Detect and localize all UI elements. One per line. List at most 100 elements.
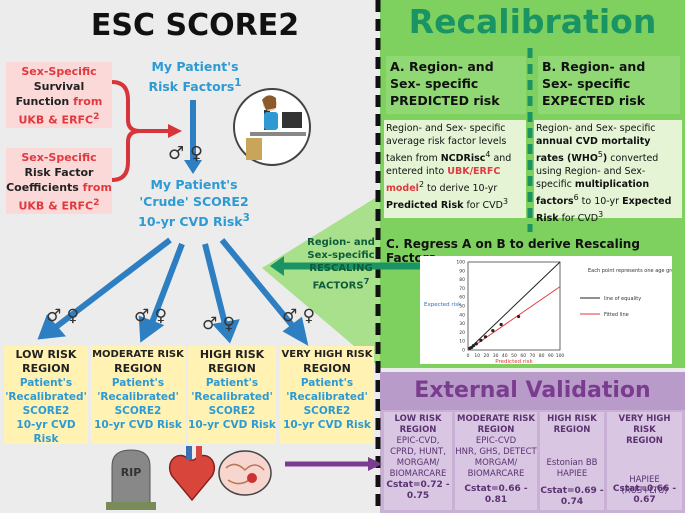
y-tick-label: 50 <box>459 304 465 310</box>
region-moderate-l5: SCORE2 <box>114 405 162 417</box>
val-vh-head1: VERY HIGH RISK <box>618 414 671 435</box>
region-moderate-l6: 10-yr CVD Risk <box>94 419 182 431</box>
a-text-pred: Predicted Risk <box>386 200 464 212</box>
rescaling-4: FACTORS <box>312 280 364 292</box>
val-low-b2: MORGAM/ <box>396 458 440 468</box>
survival-function-box: Sex-Specific Survival Function from UKB … <box>6 62 112 128</box>
region-low-l6: 10-yr CVD Risk <box>16 419 76 445</box>
b-text-2: converted using Region- and Sex- specifi… <box>536 153 659 191</box>
a-head-2: Sex- specific <box>390 76 479 91</box>
region-high-l6: 10-yr CVD Risk <box>188 419 276 431</box>
coeff-sup: 2 <box>93 197 100 208</box>
region-high-l4: 'Recalibrated' <box>191 391 273 403</box>
survival-sup: 2 <box>93 111 100 122</box>
a-text-4: for CVD <box>463 200 503 212</box>
rescaling-sup: 7 <box>363 276 370 286</box>
external-validation-title: External Validation <box>414 378 651 403</box>
survival-from: from <box>73 95 103 108</box>
region-very-high-sub: REGION <box>303 362 351 375</box>
validation-moderate: MODERATE RISK REGION EPIC-CVD HNR, GHS, … <box>455 412 537 510</box>
sex-symbols-top: ♂ ♀ <box>168 143 204 164</box>
y-tick-label: 10 <box>459 339 465 345</box>
b-text-4-sup: 3 <box>598 210 604 220</box>
data-point <box>474 342 478 346</box>
sex-symbols-very-high: ♂ ♀ <box>282 306 316 326</box>
x-tick-label: 50 <box>511 353 517 359</box>
crude-line-3: 10-yr CVD Risk <box>138 214 243 230</box>
sex-symbols-high: ♂ ♀ <box>202 314 236 334</box>
b-text-3: to 10-yr <box>578 196 623 208</box>
val-high-b1: HAPIEE <box>556 469 588 479</box>
val-mod-b1: HNR, GHS, DETECT <box>455 447 537 457</box>
validation-high: HIGH RISK REGION Estonian BB HAPIEE Csta… <box>540 412 604 510</box>
y-tick-label: 70 <box>459 286 465 292</box>
val-mod-head1: MODERATE RISK <box>457 414 535 424</box>
heart-icon <box>169 446 215 502</box>
x-tick-label: 0 <box>467 353 470 359</box>
b-head-1: B. Region- and <box>542 59 646 74</box>
a-text-1: Region- and Sex- specific average risk f… <box>386 123 507 165</box>
survival-line-2: Survival <box>33 80 85 93</box>
a-text-2: and entered into <box>386 153 512 178</box>
val-vh-b0: HAPIEE (RUS+LTU) <box>621 475 668 496</box>
coeff-line-2: Risk Factor <box>24 166 94 179</box>
page-title: ESC SCORE2 <box>90 8 300 43</box>
y-tick-label: 30 <box>459 321 465 327</box>
val-low-b1: CPRD, HUNT, <box>390 447 446 457</box>
val-high-head2: REGION <box>553 425 591 435</box>
predicted-risk-head: A. Region- and Sex- specific PREDICTED r… <box>386 56 526 114</box>
x-tick-label: 40 <box>502 353 508 359</box>
recalibration-title: Recalibration <box>408 2 657 41</box>
expected-risk-text: Region- and Sex- specific annual CVD mor… <box>534 120 682 224</box>
region-low-l3: Patient's <box>19 377 73 389</box>
b-text-4: for CVD <box>558 213 599 225</box>
val-low-head2: REGION <box>399 425 437 435</box>
legend-label: Fitted line <box>604 312 629 318</box>
region-low-title: LOW RISK <box>15 348 77 361</box>
region-high-sub: REGION <box>208 362 256 375</box>
fan-arrows <box>37 237 309 346</box>
validation-very-high: VERY HIGH RISK REGION HAPIEE (RUS+LTU) C… <box>607 412 682 510</box>
coeff-from: from <box>82 181 112 194</box>
val-vh-stat: Cstat=0.66 - 0.67 <box>612 484 677 505</box>
y-tick-label: 90 <box>459 268 465 274</box>
y-tick-label: 0 <box>462 348 465 354</box>
region-low: LOW RISK REGION Patient's 'Recalibrated'… <box>4 346 88 445</box>
y-tick-label: 60 <box>459 295 465 301</box>
risk-factors-sup: 1 <box>234 77 242 89</box>
val-mod-b0: EPIC-CVD <box>475 436 517 446</box>
val-low-b0: EPIC-CVD, <box>396 436 440 446</box>
region-very-high: VERY HIGH RISK REGION Patient's 'Recalib… <box>280 346 374 444</box>
region-very-high-title: VERY HIGH RISK <box>281 349 373 360</box>
val-high-b0: Estonian BB <box>546 458 598 468</box>
b-text-rates-end: ) <box>602 153 608 165</box>
x-tick-label: 100 <box>556 353 565 359</box>
val-high-stat: Cstat=0.69 - <box>540 486 604 496</box>
y-tick-label: 100 <box>456 260 465 266</box>
survival-source: UKB & ERFC <box>18 113 94 127</box>
x-tick-label: 30 <box>493 353 499 359</box>
plot-frame <box>467 261 561 351</box>
rescaling-2: Sex-specific <box>307 250 375 261</box>
data-point <box>471 344 476 348</box>
val-mod-stat: Cstat=0.66 - 0.81 <box>464 484 528 505</box>
rescaling-1: Region- and <box>307 237 375 248</box>
red-arrowhead <box>168 124 182 138</box>
sex-symbols-moderate: ♂ ♀ <box>134 306 168 326</box>
patient-risk-factors: My Patient's Risk Factors1 <box>140 58 250 95</box>
data-point <box>517 314 521 319</box>
a-text-4-sup: 3 <box>502 197 509 207</box>
a-text-ncd: NCDRisc <box>440 153 486 165</box>
equality-line <box>467 261 561 351</box>
predicted-risk-text: Region- and Sex- specific average risk f… <box>384 120 526 218</box>
b-text-rates-sup: 5 <box>597 150 603 159</box>
green-funnel <box>262 195 380 368</box>
survival-line-1: Sex-Specific <box>21 65 97 78</box>
b-text-mult: multiplication factors <box>536 179 650 208</box>
y-tick-label: 80 <box>459 277 465 283</box>
crude-line-2: 'Crude' SCORE2 <box>139 194 249 209</box>
region-very-high-l3: Patient's <box>300 377 354 389</box>
region-moderate-l3: Patient's <box>111 377 165 389</box>
coeff-line-1: Sex-Specific <box>21 151 97 164</box>
